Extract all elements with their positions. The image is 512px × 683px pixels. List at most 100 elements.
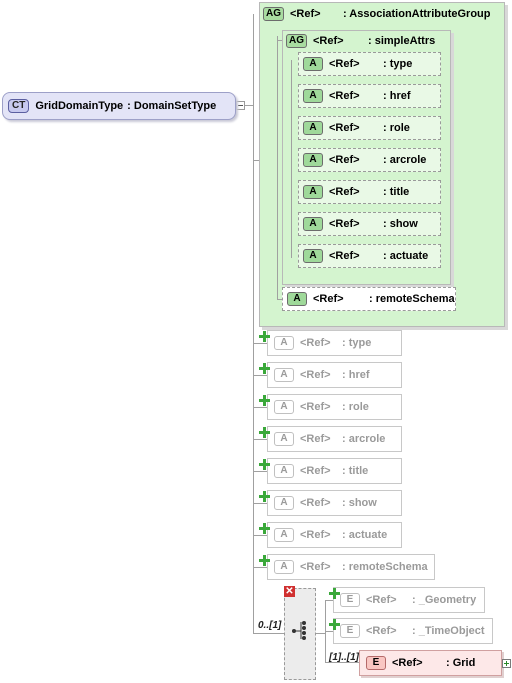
element-geometry[interactable]: E <Ref> : _Geometry <box>333 587 485 613</box>
attribute-href[interactable]: A <Ref> : href <box>298 84 441 108</box>
element-ref: <Ref> <box>366 625 397 637</box>
sequence-compositor[interactable] <box>284 588 316 680</box>
attribute-icon: A <box>303 185 323 199</box>
attribute-ref: <Ref> <box>300 433 331 445</box>
add-icon[interactable] <box>259 427 270 438</box>
add-icon[interactable] <box>329 588 340 599</box>
attribute-name: : type <box>342 337 372 349</box>
attribute-name: : arcrole <box>383 154 427 166</box>
attribute-remote-schema[interactable]: A <Ref> : remoteSchema <box>282 287 456 311</box>
attribute-name: : arcrole <box>342 433 386 445</box>
attribute-ref: <Ref> <box>300 497 331 509</box>
attribute-ref: <Ref> <box>329 58 360 70</box>
element-icon: E <box>340 593 360 607</box>
attribute-ref: <Ref> <box>329 154 360 166</box>
add-icon[interactable] <box>259 459 270 470</box>
attribute-ref: <Ref> <box>300 465 331 477</box>
attribute-name: : remoteSchema <box>369 293 455 305</box>
attribute-icon: A <box>303 121 323 135</box>
add-icon[interactable] <box>259 555 270 566</box>
faded-attribute-title[interactable]: A <Ref> : title <box>267 458 402 484</box>
element-ref: <Ref> <box>392 657 423 669</box>
add-icon[interactable] <box>259 363 270 374</box>
complex-type-name: GridDomainType <box>35 100 124 112</box>
element-grid[interactable]: E <Ref> : Grid <box>359 650 502 676</box>
attribute-ref: <Ref> <box>300 529 331 541</box>
complex-type-icon: CT <box>8 99 30 113</box>
attribute-icon: A <box>303 153 323 167</box>
faded-attribute-actuate[interactable]: A <Ref> : actuate <box>267 522 402 548</box>
attribute-name: : title <box>342 465 369 477</box>
attribute-name: : href <box>342 369 370 381</box>
ag-inner-ref: <Ref> <box>313 35 344 47</box>
attribute-group-icon: AG <box>286 34 307 48</box>
attribute-icon: A <box>274 400 294 414</box>
attribute-actuate[interactable]: A <Ref> : actuate <box>298 244 441 268</box>
attribute-ref: <Ref> <box>313 293 344 305</box>
attribute-icon: A <box>274 368 294 382</box>
attribute-icon: A <box>274 528 294 542</box>
attribute-ref: <Ref> <box>300 561 331 573</box>
attribute-group-association-header: AG <Ref> : AssociationAttributeGroup <box>263 7 490 21</box>
faded-attribute-role[interactable]: A <Ref> : role <box>267 394 402 420</box>
remove-icon[interactable]: ✕ <box>284 586 295 597</box>
element-name: : _Geometry <box>412 594 477 606</box>
attribute-arcrole[interactable]: A <Ref> : arcrole <box>298 148 441 172</box>
element-time-object[interactable]: E <Ref> : _TimeObject <box>333 618 493 644</box>
add-icon[interactable] <box>259 331 270 342</box>
complex-type-node[interactable]: CT GridDomainType : DomainSetType <box>2 92 236 120</box>
element-name: : Grid <box>446 657 476 669</box>
attribute-name: : href <box>383 90 411 102</box>
sequence-cardinality: 0..[1] <box>258 620 282 631</box>
attribute-name: : type <box>383 58 413 70</box>
attribute-ref: <Ref> <box>300 369 331 381</box>
attribute-title[interactable]: A <Ref> : title <box>298 180 441 204</box>
attribute-show[interactable]: A <Ref> : show <box>298 212 441 236</box>
attribute-ref: <Ref> <box>300 401 331 413</box>
attribute-group-simple-attrs-header: AG <Ref> : simpleAttrs <box>286 34 435 48</box>
attribute-name: : actuate <box>383 250 429 262</box>
attribute-role[interactable]: A <Ref> : role <box>298 116 441 140</box>
attribute-group-icon: AG <box>263 7 284 21</box>
collapse-toggle-icon[interactable] <box>236 101 245 110</box>
sequence-icon <box>292 621 306 640</box>
attribute-icon: A <box>303 89 323 103</box>
element-name: : _TimeObject <box>412 625 485 637</box>
attribute-name: : remoteSchema <box>342 561 428 573</box>
attribute-name: : show <box>383 218 418 230</box>
element-ref: <Ref> <box>366 594 397 606</box>
attribute-type[interactable]: A <Ref> : type <box>298 52 441 76</box>
faded-attribute-show[interactable]: A <Ref> : show <box>267 490 402 516</box>
element-icon: E <box>340 624 360 638</box>
attribute-icon: A <box>303 249 323 263</box>
faded-attribute-type[interactable]: A <Ref> : type <box>267 330 402 356</box>
grid-cardinality: [1]..[1] <box>329 652 359 663</box>
add-icon[interactable] <box>329 619 340 630</box>
attribute-icon: A <box>303 217 323 231</box>
attribute-ref: <Ref> <box>329 90 360 102</box>
ag-outer-ref: <Ref> <box>290 8 321 20</box>
add-icon[interactable] <box>259 523 270 534</box>
attribute-ref: <Ref> <box>329 186 360 198</box>
attribute-icon: A <box>287 292 307 306</box>
ag-outer-name: : AssociationAttributeGroup <box>343 8 491 20</box>
attribute-name: : actuate <box>342 529 388 541</box>
attribute-icon: A <box>274 496 294 510</box>
faded-attribute-arcrole[interactable]: A <Ref> : arcrole <box>267 426 402 452</box>
expand-icon[interactable] <box>502 659 511 668</box>
attribute-ref: <Ref> <box>300 337 331 349</box>
faded-attribute-href[interactable]: A <Ref> : href <box>267 362 402 388</box>
add-icon[interactable] <box>259 395 270 406</box>
attribute-ref: <Ref> <box>329 122 360 134</box>
attribute-ref: <Ref> <box>329 250 360 262</box>
attribute-name: : role <box>342 401 369 413</box>
element-icon: E <box>366 656 386 670</box>
faded-attribute-remote-schema[interactable]: A <Ref> : remoteSchema <box>267 554 435 580</box>
ag-inner-name: : simpleAttrs <box>368 35 436 47</box>
add-icon[interactable] <box>259 491 270 502</box>
attribute-icon: A <box>274 560 294 574</box>
complex-type-base: : DomainSetType <box>127 100 217 112</box>
attribute-icon: A <box>274 464 294 478</box>
attribute-name: : show <box>342 497 377 509</box>
attribute-name: : title <box>383 186 410 198</box>
